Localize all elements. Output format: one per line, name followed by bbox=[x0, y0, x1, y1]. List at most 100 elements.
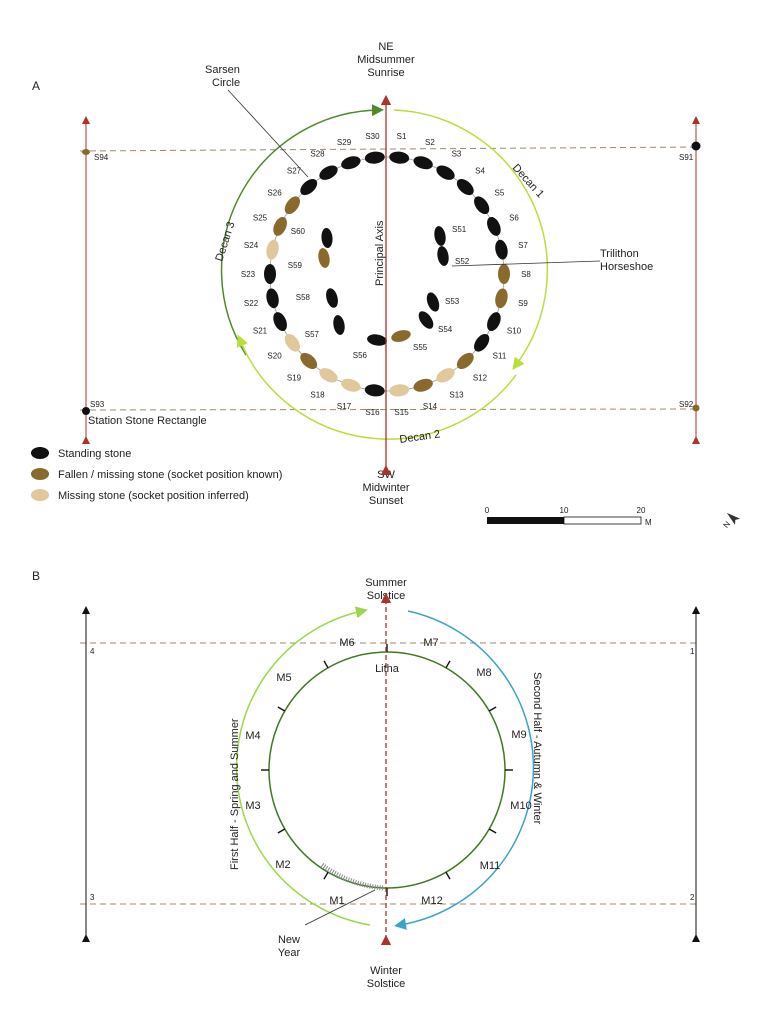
stone-label: S28 bbox=[310, 150, 325, 159]
s91-label: S91 bbox=[679, 153, 694, 162]
month-tick bbox=[445, 660, 451, 669]
new-year-label-2: Year bbox=[278, 947, 301, 959]
month-tick bbox=[323, 660, 329, 669]
stone-s27 bbox=[300, 179, 318, 196]
stone-s14 bbox=[413, 378, 433, 392]
stone-label: S21 bbox=[253, 327, 268, 336]
first-half-label: First Half - Spring and Summer bbox=[229, 718, 241, 870]
stone-s6 bbox=[487, 216, 501, 236]
stone-label: S59 bbox=[288, 261, 303, 270]
new-year-label-1: New bbox=[278, 934, 300, 946]
legend: Standing stone Fallen / missing stone (s… bbox=[31, 447, 282, 502]
scale-tick-0: 0 bbox=[485, 506, 490, 515]
north-arrow-icon: N bbox=[721, 512, 741, 530]
legend-fallen-label: Fallen / missing stone (socket position … bbox=[58, 469, 282, 481]
corner-3: 3 bbox=[90, 893, 95, 902]
stone-label: S58 bbox=[296, 293, 311, 302]
month-ring bbox=[268, 651, 506, 889]
stone-s11 bbox=[474, 333, 490, 352]
trilithon-label-1: Trilithon bbox=[600, 248, 639, 260]
stone-label: S20 bbox=[267, 352, 282, 361]
stone-s58 bbox=[326, 288, 338, 308]
corner-2: 2 bbox=[690, 893, 695, 902]
month-label: M8 bbox=[476, 667, 491, 679]
month-tick bbox=[445, 871, 451, 880]
ne-label: NE bbox=[378, 41, 393, 53]
first-half-arc bbox=[235, 606, 371, 926]
decan-3-arc bbox=[220, 104, 384, 356]
winter-label: Winter bbox=[370, 965, 402, 977]
stone-label: S1 bbox=[397, 132, 407, 141]
scale-tick-10: 10 bbox=[560, 506, 569, 515]
stone-s1 bbox=[389, 151, 410, 164]
stone-s16 bbox=[364, 384, 385, 397]
stone-s10 bbox=[487, 312, 501, 332]
station-stone-s91 bbox=[691, 141, 701, 151]
midsummer-label: Midsummer bbox=[357, 54, 415, 66]
scale-unit: M bbox=[645, 518, 652, 527]
sarsen-stones: S1S2S3S4S5S6S7S8S9S10S11S12S13S14S15S16S… bbox=[241, 132, 532, 417]
panel-b-label: B bbox=[32, 569, 40, 583]
stone-label: S51 bbox=[452, 225, 467, 234]
stone-label: S57 bbox=[305, 330, 320, 339]
stone-s55 bbox=[391, 330, 411, 342]
s92-label: S92 bbox=[679, 400, 694, 409]
sunset-label: Sunset bbox=[369, 495, 403, 507]
panel-a: A NE Midsummer Sunrise SW Midwinter Suns… bbox=[31, 41, 741, 530]
month-tick bbox=[277, 706, 286, 712]
s93-label: S93 bbox=[90, 400, 105, 409]
month-tick bbox=[323, 871, 329, 880]
stone-label: S15 bbox=[394, 408, 409, 417]
decan-2-arc bbox=[236, 334, 517, 440]
principal-axis-label: Principal Axis bbox=[374, 220, 386, 286]
stone-s57 bbox=[333, 315, 345, 335]
station-line-bottom bbox=[79, 408, 701, 411]
stone-label: S22 bbox=[244, 299, 259, 308]
corner-4: 4 bbox=[90, 647, 95, 656]
winter-solstice-label: Solstice bbox=[367, 978, 406, 990]
station-rectangle-label: Station Stone Rectangle bbox=[88, 415, 207, 427]
sw-label: SW bbox=[377, 469, 395, 481]
stone-s17 bbox=[341, 378, 361, 392]
month-tick bbox=[277, 828, 286, 834]
stone-s15 bbox=[389, 384, 410, 397]
month-label: M7 bbox=[423, 637, 438, 649]
stone-s9 bbox=[495, 288, 508, 309]
stone-s53 bbox=[426, 292, 440, 312]
month-label: M5 bbox=[276, 672, 291, 684]
month-label: M10 bbox=[510, 800, 531, 812]
scale-bar: 0 10 20 M bbox=[485, 506, 652, 527]
stone-s3 bbox=[436, 165, 455, 180]
stone-s12 bbox=[456, 352, 474, 369]
second-half-arc bbox=[394, 610, 535, 930]
legend-missing-swatch bbox=[31, 489, 49, 501]
stone-s25 bbox=[273, 216, 287, 236]
stone-s13 bbox=[436, 368, 455, 383]
stone-label: S30 bbox=[365, 132, 380, 141]
month-label: M3 bbox=[245, 800, 260, 812]
sarsen-pointer bbox=[227, 89, 309, 178]
legend-standing-label: Standing stone bbox=[58, 448, 131, 460]
new-year-hatch bbox=[320, 862, 385, 891]
stone-s54 bbox=[418, 311, 434, 329]
stone-s23 bbox=[264, 264, 276, 284]
month-tick bbox=[488, 828, 497, 834]
s94-label: S94 bbox=[94, 153, 109, 162]
month-label: M9 bbox=[511, 729, 526, 741]
stone-label: S17 bbox=[337, 402, 352, 411]
station-stone-s94 bbox=[82, 149, 90, 155]
decan-3-label: Decan 3 bbox=[213, 220, 237, 263]
stone-label: S10 bbox=[507, 327, 522, 336]
stone-s28 bbox=[319, 165, 338, 180]
stone-label: S52 bbox=[455, 257, 470, 266]
stone-label: S16 bbox=[365, 408, 380, 417]
stone-s21 bbox=[273, 312, 287, 332]
stone-s20 bbox=[284, 333, 300, 352]
stone-s30 bbox=[364, 151, 385, 164]
month-tick bbox=[488, 706, 497, 712]
stone-label: S8 bbox=[521, 270, 531, 279]
panel-b: B Summer Solstice Winter Solstice 1 2 3 … bbox=[32, 569, 700, 990]
month-label: M4 bbox=[245, 730, 260, 742]
stone-s18 bbox=[319, 368, 338, 383]
